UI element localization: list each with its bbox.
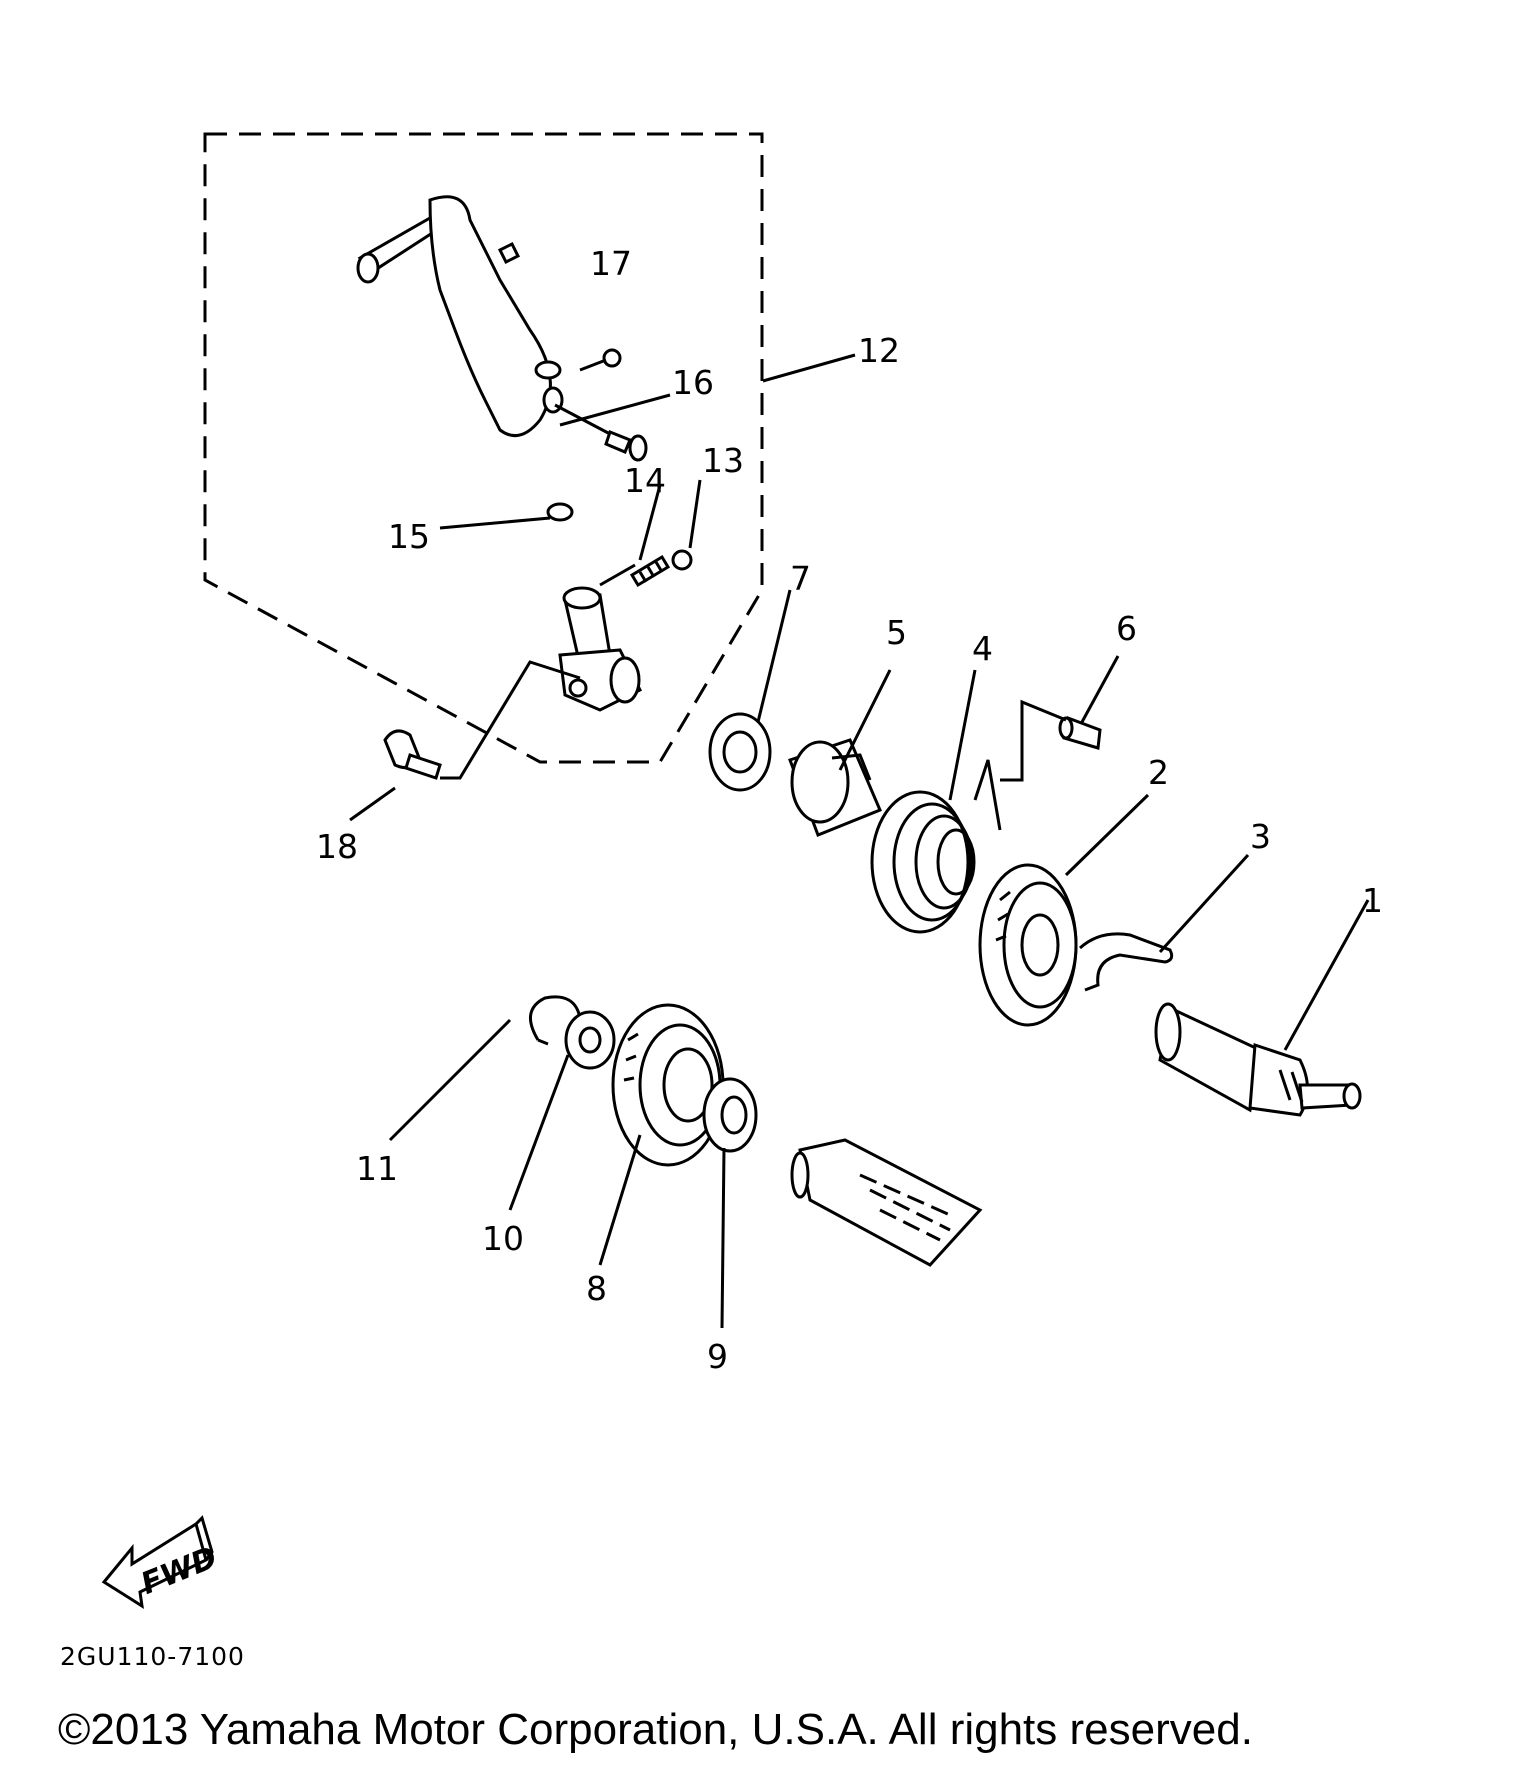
part-8-shape <box>611 1003 725 1167</box>
part-6-zigzag <box>1000 699 1067 782</box>
part-5-shape <box>788 738 882 837</box>
assembly-boundary-dashed <box>203 132 764 764</box>
callout-12: 12 <box>858 331 900 370</box>
callout-3: 3 <box>1250 817 1271 856</box>
part-14-shape <box>599 554 671 588</box>
callout-11: 11 <box>356 1149 398 1188</box>
callout-8: 8 <box>586 1269 607 1308</box>
part-3-shape <box>1078 932 1174 992</box>
part-11-shape <box>529 995 582 1046</box>
callout-16: 16 <box>672 363 714 402</box>
callout-5: 5 <box>886 613 907 652</box>
callout-7: 7 <box>790 559 811 598</box>
part-10-shape <box>564 1010 616 1070</box>
part-2-shape <box>978 863 1078 1027</box>
leader-lines <box>349 353 1370 1329</box>
callout-1: 1 <box>1362 881 1383 920</box>
part-9-shape <box>702 1077 758 1153</box>
fwd-label: FWD <box>136 1540 222 1602</box>
callout-9: 9 <box>707 1337 728 1376</box>
part-7-shape <box>708 712 772 792</box>
copyright-notice: ©2013 Yamaha Motor Corporation, U.S.A. A… <box>58 1705 1253 1754</box>
kick-lever <box>356 195 564 438</box>
forward-direction-arrow: FWD <box>101 1515 222 1610</box>
part-18-shape <box>383 729 442 780</box>
part-16-shape <box>554 403 648 462</box>
diagram-code: 2GU110-7100 <box>60 1642 245 1671</box>
callout-17: 17 <box>590 244 632 283</box>
part-15-shape <box>546 502 574 522</box>
part-17-shape <box>602 348 622 368</box>
part-18-zigzag <box>440 660 581 780</box>
kick-boss <box>558 586 643 712</box>
part-4-shape <box>870 759 1002 934</box>
callout-13: 13 <box>702 441 744 480</box>
part-1-shape <box>1154 1002 1362 1117</box>
callout-4: 4 <box>972 629 993 668</box>
callout-6: 6 <box>1116 609 1137 648</box>
main-shaft <box>790 1138 983 1267</box>
callout-labels: 1 2 3 4 5 6 7 8 9 10 11 12 13 14 15 16 1… <box>316 244 1383 1376</box>
callout-15: 15 <box>388 517 430 556</box>
part-13-shape <box>671 549 693 571</box>
callout-10: 10 <box>482 1219 524 1258</box>
callout-14: 14 <box>624 461 666 500</box>
callout-2: 2 <box>1148 753 1169 792</box>
part-6-shape <box>1058 715 1102 750</box>
callout-18: 18 <box>316 827 358 866</box>
